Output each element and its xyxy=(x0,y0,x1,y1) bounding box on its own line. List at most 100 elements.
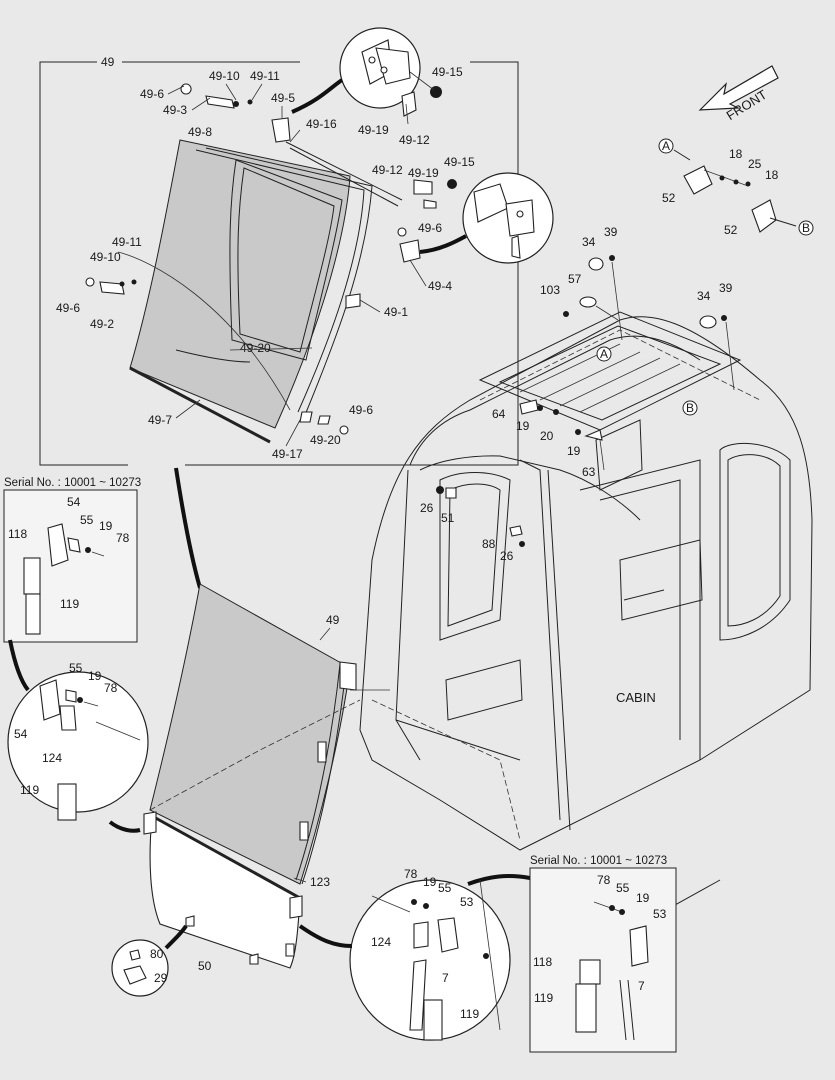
part-label: 26 xyxy=(420,501,434,515)
callout-b-cabin: B xyxy=(686,401,694,415)
part-label: 49-12 xyxy=(399,133,430,147)
part-label: 7 xyxy=(442,971,449,985)
part-label: 55 xyxy=(69,661,83,675)
part-label: 103 xyxy=(540,283,560,297)
serial-right-label: Serial No. : 10001 ~ 10273 xyxy=(530,855,667,867)
part-label: 49-17 xyxy=(272,447,303,461)
part-label: 78 xyxy=(116,531,130,545)
part-label: 55 xyxy=(80,513,94,527)
cabin-door-49: 49 xyxy=(149,467,390,885)
latch-detail-circle xyxy=(419,172,554,264)
part-label: 55 xyxy=(438,881,452,895)
part-label: 52 xyxy=(662,191,676,205)
part-label: 49-20 xyxy=(240,341,271,355)
part-label: 49-19 xyxy=(358,123,389,137)
callout-a-cabin: A xyxy=(600,347,608,361)
part-label: 78 xyxy=(104,681,118,695)
part-label: 118 xyxy=(8,527,27,541)
cabin-body: CABIN A B xyxy=(359,311,813,981)
part-label: 49-10 xyxy=(209,69,240,83)
part-label: 39 xyxy=(719,281,733,295)
part-label: 49 xyxy=(101,55,115,69)
part-label: 124 xyxy=(371,935,391,949)
part-label: 124 xyxy=(42,751,62,765)
part-label: 49-8 xyxy=(188,125,212,139)
part-label: 49-6 xyxy=(349,403,373,417)
part-label: 49-1 xyxy=(384,305,408,319)
part-label: 49-10 xyxy=(90,250,121,264)
part-label: 20 xyxy=(540,429,554,443)
clip-detail-circle: 80 29 xyxy=(111,924,188,997)
part-label: 119 xyxy=(20,783,39,797)
callout-b: B xyxy=(802,221,810,235)
part-label: 19 xyxy=(88,669,102,683)
part-label: 18 xyxy=(765,168,779,182)
part-label: 49-2 xyxy=(90,317,114,331)
part-label: 119 xyxy=(534,991,553,1005)
part-label: 50 xyxy=(198,959,212,973)
part-label: 49-3 xyxy=(163,103,187,117)
part-label: 19 xyxy=(636,891,650,905)
part-label: 34 xyxy=(697,289,711,303)
part-label: 29 xyxy=(154,971,168,985)
part-label: 54 xyxy=(67,495,81,509)
callout-a: A xyxy=(662,139,670,153)
part-label: 49-6 xyxy=(56,301,80,315)
part-label: 88 xyxy=(482,537,496,551)
part-label: 49-20 xyxy=(310,433,341,447)
part-label: 19 xyxy=(567,444,581,458)
part-label: 49-19 xyxy=(408,166,439,180)
lower-panel-50: 123 50 xyxy=(143,811,330,973)
serial-box-right: Serial No. : 10001 ~ 10273 78 55 19 53 1… xyxy=(529,855,677,1053)
part-label: 7 xyxy=(638,979,645,993)
part-label: 55 xyxy=(616,881,630,895)
part-label: 39 xyxy=(604,225,618,239)
door-glass-frame xyxy=(85,83,437,444)
part-label: 49 xyxy=(326,613,340,627)
part-label: 49-15 xyxy=(444,155,475,169)
latch-detail-circle-left: 55 19 78 54 124 119 xyxy=(7,639,149,833)
part-label: 49-6 xyxy=(140,87,164,101)
cabin-roof-parts: 34 39 57 103 34 39 64 19 20 19 63 26 51 … xyxy=(420,225,735,563)
part-label: 49-11 xyxy=(250,69,280,83)
part-label: 53 xyxy=(653,907,667,921)
part-label: 49-15 xyxy=(432,65,463,79)
part-label: 26 xyxy=(500,549,514,563)
latch-detail-circle-bottom: 78 19 55 53 124 7 119 xyxy=(298,867,531,1041)
part-label: 52 xyxy=(724,223,738,237)
part-label: 19 xyxy=(99,519,113,533)
part-label: 49-6 xyxy=(418,221,442,235)
part-label: 18 xyxy=(729,147,743,161)
part-label: 118 xyxy=(533,955,552,969)
part-label: 49-11 xyxy=(112,235,142,249)
part-label: 49-4 xyxy=(428,279,452,293)
part-label: 34 xyxy=(582,235,596,249)
part-label: 80 xyxy=(150,947,164,961)
hinge-detail-circle-top xyxy=(291,27,442,117)
front-direction-arrow: FRONT xyxy=(698,65,779,123)
part-label: 119 xyxy=(460,1007,479,1021)
bracket-group-ab: A B 18 25 18 52 52 xyxy=(658,138,814,237)
part-label: 49-12 xyxy=(372,163,403,177)
part-label: 49-5 xyxy=(271,91,295,105)
serial-left-label: Serial No. : 10001 ~ 10273 xyxy=(4,477,141,489)
part-label: 123 xyxy=(310,875,330,889)
part-label: 19 xyxy=(423,875,437,889)
part-label: 63 xyxy=(582,465,596,479)
serial-box-left: Serial No. : 10001 ~ 10273 54 118 55 19 … xyxy=(3,477,141,643)
part-label: 19 xyxy=(516,419,530,433)
part-label: 78 xyxy=(597,873,611,887)
part-label: 49-16 xyxy=(306,117,337,131)
part-label: 53 xyxy=(460,895,474,909)
part-label: 51 xyxy=(441,511,455,525)
cabin-label: CABIN xyxy=(616,690,656,705)
part-label: 49-7 xyxy=(148,413,172,427)
door-assembly-labels: 49-6 49-10 49-11 49-3 49-5 49-8 49-16 49… xyxy=(56,65,475,461)
part-label: 64 xyxy=(492,407,506,421)
part-label: 54 xyxy=(14,727,28,741)
part-label: 119 xyxy=(60,597,79,611)
part-label: 78 xyxy=(404,867,418,881)
part-label: 25 xyxy=(748,157,762,171)
part-label: 57 xyxy=(568,272,582,286)
